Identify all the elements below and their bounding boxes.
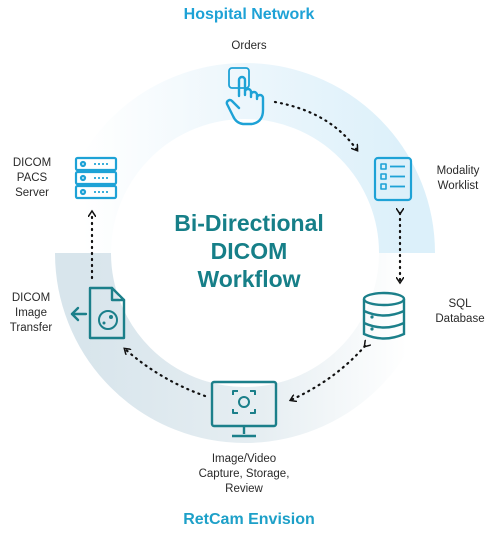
center-title: Bi-Directional DICOM Workflow — [139, 209, 359, 293]
transfer-label-line-2: Image — [15, 307, 47, 319]
arrow-orders-to-worklist — [273, 100, 357, 150]
orders-label-line-1: Orders — [231, 40, 267, 52]
capture-label: Image/Video Capture, Storage, Review — [179, 452, 309, 497]
database-label-line-1: SQL — [448, 298, 472, 310]
server-rack-icon — [74, 156, 118, 200]
modality-worklist-label: Modality Worklist — [418, 164, 498, 194]
transfer-label-line-3: Transfer — [9, 322, 53, 334]
worklist-icon — [373, 156, 413, 202]
center-title-line-3: Workflow — [197, 266, 301, 292]
dicom-image-transfer-label: DICOM Image Transfer — [2, 291, 60, 336]
worklist-label-line-1: Modality — [436, 165, 480, 177]
worklist-label-line-2: Worklist — [437, 180, 479, 192]
arrow-capture-to-transfer — [125, 349, 207, 398]
pacs-label-line-2: PACS — [16, 172, 48, 184]
pacs-label-line-1: DICOM — [12, 157, 52, 169]
database-label-line-2: Database — [435, 313, 485, 325]
hospital-network-title: Hospital Network — [183, 6, 315, 23]
database-icon — [362, 291, 406, 340]
capture-label-line-2: Capture, Storage, — [198, 468, 290, 480]
image-file-transfer-icon — [70, 286, 126, 340]
ring-bottom-half — [55, 253, 435, 443]
orders-label: Orders — [209, 39, 289, 54]
capture-label-line-3: Review — [225, 483, 263, 495]
retcam-envision-title: RetCam Envision — [183, 511, 315, 528]
monitor-camera-icon — [210, 380, 278, 438]
center-title-line-1: Bi-Directional — [174, 210, 324, 236]
dicom-pacs-server-label: DICOM PACS Server — [2, 156, 62, 201]
transfer-label-line-1: DICOM — [11, 292, 51, 304]
pacs-label-line-3: Server — [15, 187, 49, 199]
capture-label-line-1: Image/Video — [211, 453, 277, 465]
pointer-hand-icon — [225, 67, 265, 126]
sql-database-label: SQL Database — [425, 297, 495, 327]
center-title-line-2: DICOM — [210, 238, 288, 264]
